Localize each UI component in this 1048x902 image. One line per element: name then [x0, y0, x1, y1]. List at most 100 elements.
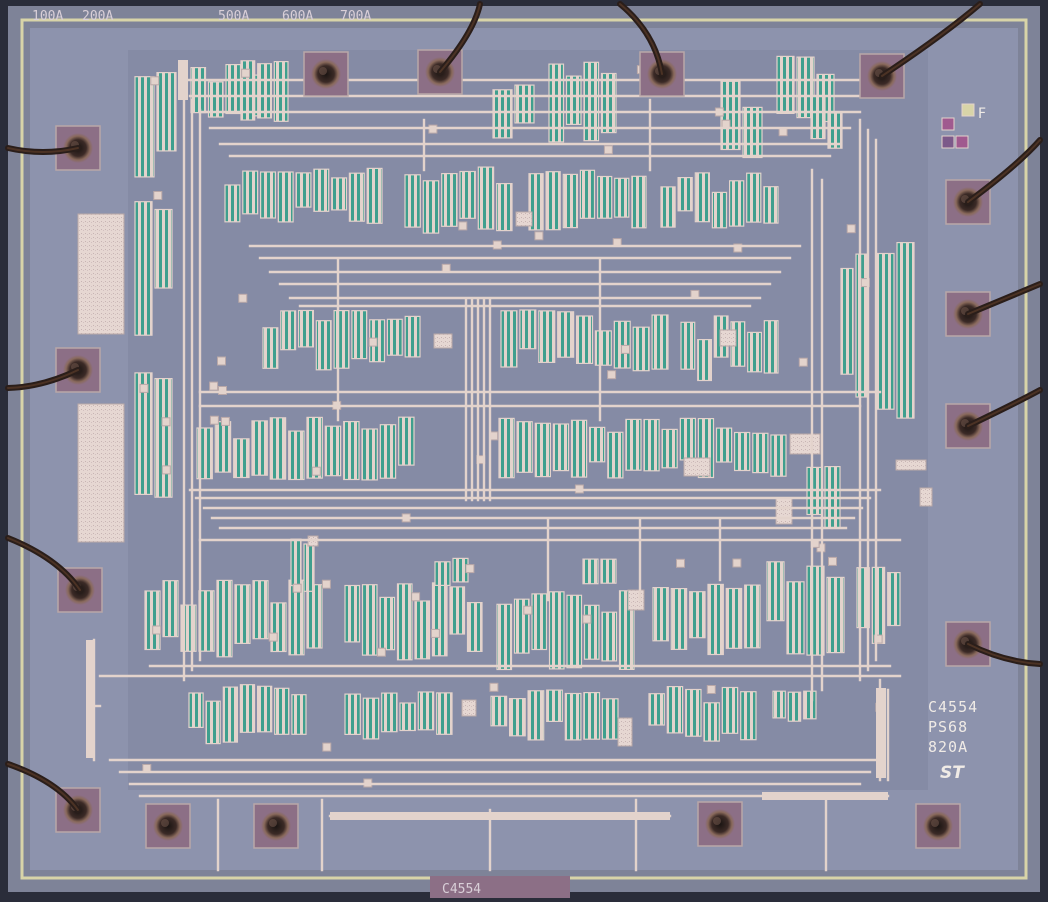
transistor-finger	[519, 309, 537, 350]
transistor-finger	[422, 180, 440, 234]
transistor-finger	[431, 582, 448, 657]
transistor-finger	[887, 571, 901, 627]
top-scale-marks: 100A 200A 500A 600A 700A	[32, 9, 371, 24]
via	[607, 370, 617, 380]
transistor-finger	[625, 418, 642, 471]
transistor-finger	[466, 601, 483, 652]
power-rail	[876, 688, 886, 778]
transistor-finger	[583, 604, 600, 660]
transistor-finger	[417, 691, 435, 731]
bond-wire-sheen	[7, 763, 79, 811]
metal-patch	[515, 211, 533, 227]
transistor-finger	[583, 691, 601, 740]
via	[150, 76, 160, 86]
marking-line: 820A	[928, 738, 968, 756]
transistor-finger	[548, 63, 565, 143]
transistor-finger	[707, 583, 724, 656]
transistor-finger	[679, 417, 696, 461]
power-rail	[178, 60, 188, 100]
transistor-finger	[766, 561, 785, 622]
scale-mark: 500A	[218, 9, 249, 24]
transistor-finger	[742, 106, 763, 159]
via	[411, 592, 421, 602]
via	[733, 243, 743, 253]
transistor-finger	[434, 561, 451, 586]
transistor-finger	[601, 698, 619, 740]
via	[292, 583, 302, 593]
scale-mark: 100A	[32, 9, 63, 24]
transistor-finger	[303, 543, 315, 592]
transistor-finger	[538, 310, 556, 363]
transistor-finger	[583, 61, 600, 142]
transistor-finger	[666, 685, 684, 734]
bond-wire-sheen	[439, 3, 481, 73]
transistor-finger	[855, 253, 869, 398]
transistor-finger	[295, 172, 312, 208]
transistor-finger	[257, 685, 273, 733]
bond-ball-highlight	[269, 819, 277, 827]
transistor-finger	[404, 315, 421, 358]
transistor-finger	[225, 63, 242, 115]
transistor-finger	[348, 172, 365, 222]
transistor-finger	[588, 426, 606, 463]
transistor-finger	[288, 430, 305, 481]
transistor-finger	[379, 424, 397, 479]
transistor-finger	[570, 419, 588, 478]
transistor-finger	[134, 372, 153, 495]
metal-patch	[461, 699, 477, 717]
transistor-finger	[680, 321, 696, 370]
core-region	[128, 50, 928, 790]
transistor-finger	[343, 421, 360, 481]
transistor-finger	[498, 417, 515, 479]
transistor-finger	[156, 71, 177, 152]
metal-patch	[683, 457, 711, 477]
metal-patch	[719, 329, 737, 347]
transistor-finger	[715, 427, 733, 463]
via	[706, 685, 716, 694]
transistor-finger	[651, 314, 669, 370]
transistor-finger	[239, 684, 256, 733]
transistor-finger	[361, 428, 378, 481]
die-id-marking: C4554 PS68 820A ST	[928, 698, 977, 783]
via	[376, 647, 386, 657]
transistor-finger	[787, 691, 802, 722]
transistor-finger	[234, 584, 251, 644]
bond-wires	[5, 1, 1043, 813]
transistor-finger	[770, 434, 787, 477]
transistor-finger	[721, 686, 739, 734]
via	[676, 558, 685, 568]
transistor-finger	[205, 700, 221, 745]
test-structure	[955, 135, 969, 149]
transistor-finger	[198, 590, 215, 652]
transistor-finger	[545, 171, 561, 231]
transistor-finger	[379, 596, 396, 651]
transistor-finger	[772, 690, 786, 719]
transistor-finger	[260, 171, 277, 219]
transistor-finger	[242, 170, 259, 215]
bond-wire-sheen	[619, 3, 663, 75]
transistor-finger	[459, 170, 476, 219]
scale-mark: 200A	[82, 9, 113, 24]
via	[209, 381, 219, 391]
transistor-finger	[490, 695, 508, 727]
transistor-finger	[703, 702, 720, 742]
marking-line: PS68	[928, 718, 968, 736]
via	[217, 356, 226, 366]
transistor-finger	[600, 72, 617, 134]
scale-mark: 700A	[340, 9, 371, 24]
transistor-finger	[188, 692, 204, 729]
transistor-finger	[528, 173, 544, 231]
transistor-finger	[803, 690, 817, 720]
metal-patch	[919, 487, 933, 507]
transistor-finger	[233, 438, 250, 479]
transistor-finger	[685, 688, 702, 737]
via	[523, 605, 533, 615]
transistor-finger	[575, 315, 594, 365]
transistor-finger	[752, 432, 769, 474]
metal-patch	[433, 333, 453, 349]
via	[311, 466, 321, 476]
transistor-finger	[477, 166, 495, 230]
transistor-finger	[643, 418, 660, 472]
transistor-finger	[670, 587, 688, 650]
